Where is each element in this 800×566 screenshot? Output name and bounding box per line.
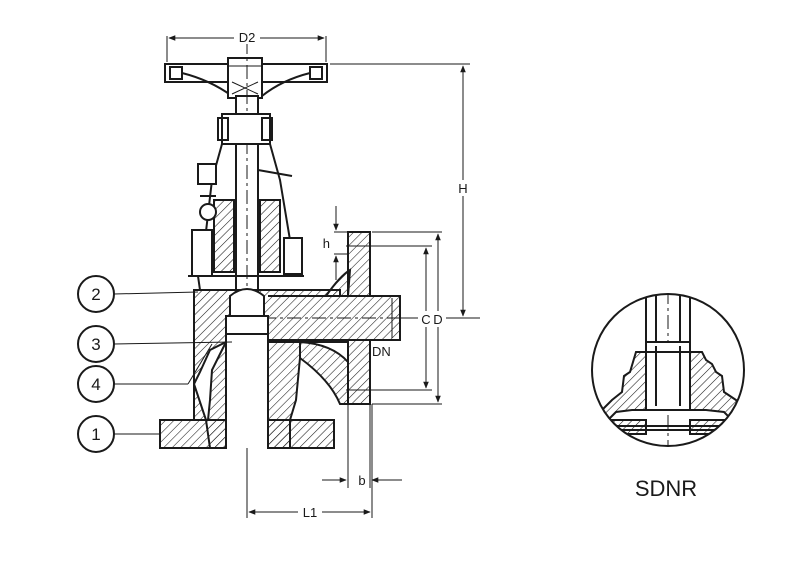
- l1-label: L1: [303, 505, 317, 520]
- part-callout-2: 2: [77, 275, 115, 313]
- b-label: b: [358, 473, 365, 488]
- d-label: D: [433, 312, 442, 327]
- dimension-dn: DN: [372, 298, 393, 359]
- callout-leaders: [113, 291, 233, 435]
- dimension-d2: D2: [166, 30, 327, 62]
- valve-body: [159, 231, 406, 449]
- callout-number: 3: [91, 335, 100, 354]
- dimension-h-small: h: [323, 206, 348, 280]
- part-callout-1: 1: [77, 415, 115, 453]
- h-label: H: [458, 181, 467, 196]
- detail-circle: [591, 293, 745, 447]
- c-label: C: [421, 312, 430, 327]
- dimension-l1: L1: [246, 404, 373, 520]
- valve-section-view: 2 3 4 1 D2 H: [77, 30, 480, 520]
- handwheel: [164, 57, 328, 99]
- sdnr-detail-view: SDNR: [591, 293, 745, 501]
- h-small-label: h: [323, 236, 330, 251]
- callout-number: 2: [91, 285, 100, 304]
- detail-caption: SDNR: [635, 476, 697, 501]
- callout-number: 4: [91, 375, 100, 394]
- dn-label: DN: [372, 344, 391, 359]
- part-callout-3: 3: [77, 325, 115, 363]
- dimension-d: D: [372, 231, 446, 405]
- callout-number: 1: [91, 425, 100, 444]
- dimension-b: b: [322, 404, 402, 488]
- part-callout-4: 4: [77, 365, 115, 403]
- bonnet: [188, 113, 304, 291]
- d2-label: D2: [239, 30, 256, 45]
